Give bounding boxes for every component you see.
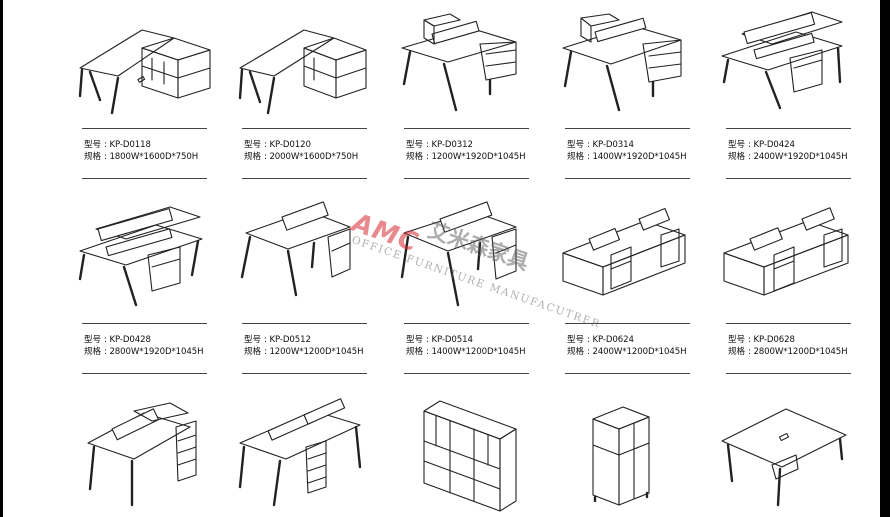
two-person-desk-with-pedestal-drawing [238,398,362,507]
spec-key: 规格 [728,152,745,162]
spec-dimensions: 2400W*1200D*1045H [592,347,687,357]
spec-key: 规格 [84,152,101,162]
model-line: 型号: KP-D0314 [567,140,634,150]
divider-bottom [242,178,367,179]
divider-top [565,323,690,324]
spec-line: 规格: 1400W*1920D*1045H [567,152,687,162]
model-number: KP-D0312 [431,140,473,150]
divider-bottom [726,178,851,179]
model-number: KP-D0624 [592,335,634,345]
divider-bottom [726,373,851,374]
model-line: 型号: KP-D0118 [84,140,151,150]
model-number: KP-D0118 [109,140,151,150]
l-desk-with-cabinet-drawing [238,29,367,115]
model-key: 型号 [84,335,101,345]
spec-line: 规格: 1200W*1200D*1045H [244,347,364,357]
divider-bottom [242,373,367,374]
spec-dimensions: 1400W*1200D*1045H [431,347,526,357]
divider-top [726,128,851,129]
two-person-desk-drawing [401,13,517,112]
model-number: KP-D0628 [753,335,795,345]
spec-dimensions: 2800W*1200D*1045H [753,347,848,357]
spec-key: 规格 [406,347,423,357]
model-line: 型号: KP-D0428 [84,335,151,345]
spec-line: 规格: 2400W*1200D*1045H [567,347,687,357]
spec-key: 规格 [84,347,101,357]
divider-top [404,323,529,324]
spec-key: 规格 [244,347,261,357]
model-line: 型号: KP-D0312 [406,140,473,150]
model-line: 型号: KP-D0424 [728,140,795,150]
spec-dimensions: 1800W*1600D*750H [109,152,199,162]
two-person-panel-desk-drawing [562,207,686,296]
model-key: 型号 [728,140,745,150]
model-key: 型号 [244,335,261,345]
spec-dimensions: 1400W*1920D*1045H [592,152,687,162]
four-person-workstation-drawing [78,206,203,307]
spec-dimensions: 1200W*1200D*1045H [269,347,364,357]
divider-top [242,128,367,129]
divider-bottom [404,178,529,179]
model-key: 型号 [406,140,423,150]
model-number: KP-D0512 [269,335,311,345]
spec-key: 规格 [406,152,423,162]
two-person-panel-desk-drawing [723,207,849,296]
desk-with-screen-drawing [400,201,517,307]
model-line: 型号: KP-D0120 [244,140,311,150]
right-border [880,0,890,517]
l-desk-with-cabinet-drawing [78,29,211,115]
divider-bottom [565,178,690,179]
bookcase-drawing [423,400,517,512]
divider-top [242,323,367,324]
divider-top [404,128,529,129]
spec-dimensions: 2000W*1600D*750H [269,152,359,162]
model-key: 型号 [84,140,101,150]
spec-line: 规格: 2800W*1920D*1045H [84,347,204,357]
spec-key: 规格 [244,152,261,162]
wardrobe-cabinet-drawing [592,406,650,506]
divider-top [726,323,851,324]
divider-bottom [82,373,207,374]
divider-top [565,128,690,129]
meeting-table-drawing [721,408,847,507]
spec-line: 规格: 2800W*1200D*1045H [728,347,848,357]
model-line: 型号: KP-D0628 [728,335,795,345]
model-number: KP-D0120 [269,140,311,150]
desk-with-screen-drawing [240,201,351,297]
four-person-workstation-drawing [721,11,843,110]
spec-key: 规格 [567,347,584,357]
model-key: 型号 [567,140,584,150]
model-key: 型号 [406,335,423,345]
divider-top [82,323,207,324]
divider-bottom [404,373,529,374]
divider-bottom [82,178,207,179]
spec-line: 规格: 1800W*1600D*750H [84,152,199,162]
model-number: KP-D0514 [431,335,473,345]
model-key: 型号 [728,335,745,345]
divider-top [82,128,207,129]
spec-line: 规格: 1400W*1200D*1045H [406,347,526,357]
divider-bottom [565,373,690,374]
model-number: KP-D0424 [753,140,795,150]
desk-with-pedestal-drawing [87,402,197,507]
model-line: 型号: KP-D0624 [567,335,634,345]
two-person-desk-drawing [562,13,682,112]
spec-line: 规格: 1200W*1920D*1045H [406,152,526,162]
model-key: 型号 [567,335,584,345]
left-border [0,0,3,517]
model-number: KP-D0428 [109,335,151,345]
spec-dimensions: 2400W*1920D*1045H [753,152,848,162]
model-line: 型号: KP-D0514 [406,335,473,345]
model-line: 型号: KP-D0512 [244,335,311,345]
spec-line: 规格: 2400W*1920D*1045H [728,152,848,162]
model-key: 型号 [244,140,261,150]
spec-line: 规格: 2000W*1600D*750H [244,152,359,162]
spec-key: 规格 [728,347,745,357]
spec-dimensions: 2800W*1920D*1045H [109,347,204,357]
spec-key: 规格 [567,152,584,162]
model-number: KP-D0314 [592,140,634,150]
spec-dimensions: 1200W*1920D*1045H [431,152,526,162]
